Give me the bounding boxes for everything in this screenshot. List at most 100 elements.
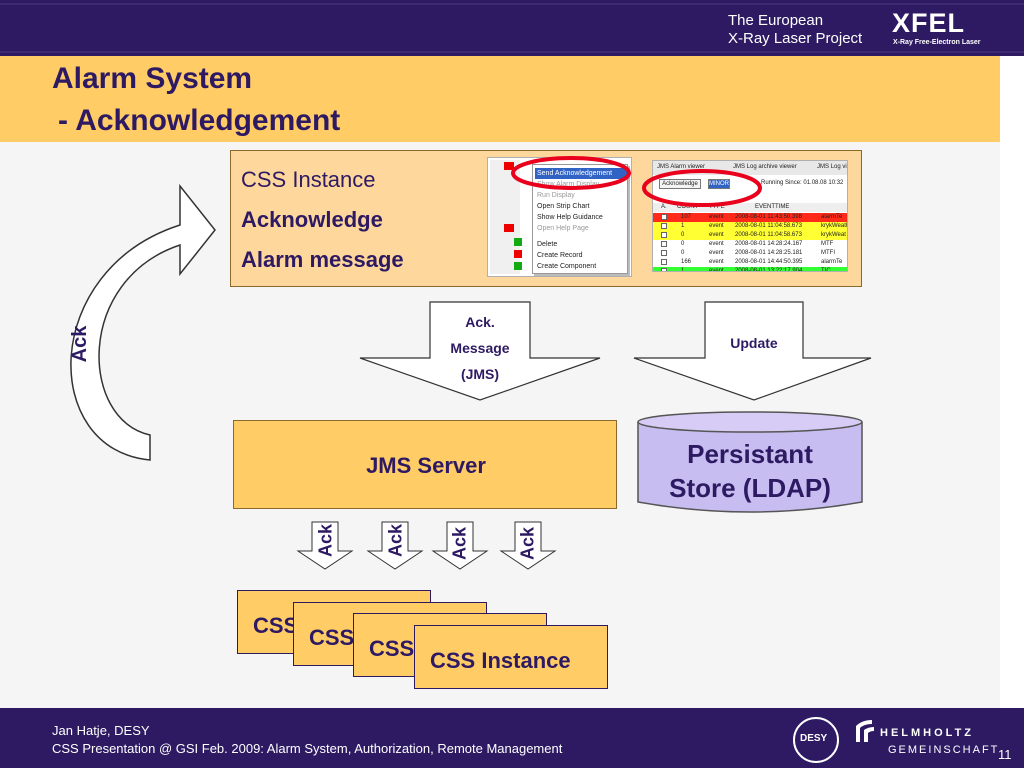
ack-arrow-2 [366, 521, 424, 570]
row-name: krykWeath [821, 223, 848, 229]
row-type: event [709, 214, 724, 220]
alarm-message-label: Alarm message [241, 247, 404, 272]
acknowledge-label: Acknowledge [241, 207, 383, 232]
table-row[interactable]: 0 event 2008-08-01 14:28:25.181 MTFI [653, 249, 847, 258]
row-name: TIC [821, 268, 831, 272]
ack-arrow-4 [499, 521, 557, 570]
footer-presentation: CSS Presentation @ GSI Feb. 2009: Alarm … [52, 741, 563, 756]
org-line1: The European [728, 12, 824, 29]
table-header: A. COUNT TYPE EVENTTIME [653, 203, 847, 212]
viewer-toolbar: Acknowledge MINOR Running Since: 01.08.0… [653, 177, 847, 191]
menu-item-show-help-guidance[interactable]: Show Help Guidance [537, 214, 603, 221]
menu-item-run-display[interactable]: Run Display [537, 192, 575, 199]
col-count: COUNT [677, 204, 699, 210]
acknowledge-button[interactable]: Acknowledge [659, 179, 701, 189]
row-eventtime: 2008-08-01 11:04:58.673 [735, 223, 802, 229]
ack-arrow-3 [431, 521, 489, 570]
menu-item-send-acknowledgement[interactable]: Send Acknowledgement [535, 168, 627, 179]
row-eventtime: 2008-08-01 13:22:17.904 [735, 268, 803, 272]
helmholtz-logo-icon [856, 720, 874, 742]
slide-title-line2: - Acknowledgement [58, 104, 341, 137]
ok-marker [514, 262, 522, 270]
row-checkbox[interactable] [661, 268, 667, 271]
page-number: 11 [998, 747, 1012, 762]
ldap-store-cylinder [637, 411, 863, 513]
store-line1: Persistant [687, 439, 813, 469]
row-eventtime: 2008-08-01 11:43:50.398 [735, 214, 802, 220]
ack-arrow-1-label: Ack [315, 523, 336, 558]
css-instance-stack-4: CSS Instance [414, 625, 608, 689]
org-name: The European X-Ray Laser Project [728, 12, 862, 48]
update-label: Update [730, 335, 778, 351]
row-checkbox[interactable] [661, 241, 667, 247]
row-name: MTF [821, 241, 834, 247]
row-name: MTFI [821, 250, 835, 256]
ack-arrow-2-label: Ack [385, 523, 406, 558]
row-type: event [709, 250, 724, 256]
menu-item-show-alarm-display[interactable]: Show Alarm Display [537, 181, 600, 188]
curved-ack-arrow [70, 183, 216, 461]
row-checkbox[interactable] [661, 259, 667, 265]
ok-marker [514, 238, 522, 246]
row-checkbox[interactable] [661, 250, 667, 256]
running-since-text: Running Since: 01.08.08 10:32 [761, 180, 844, 186]
menu-item-open-strip-chart[interactable]: Open Strip Chart [537, 203, 590, 210]
menu-item-open-help-page[interactable]: Open Help Page [537, 225, 589, 232]
header-decoration [0, 3, 1024, 53]
col-eventtime: EVENTTIME [755, 204, 790, 210]
context-menu-screenshot: Send Acknowledgement Show Alarm Display … [487, 157, 632, 277]
row-name: krykWeat [821, 232, 846, 238]
ldap-store-label: Persistant Store (LDAP) [636, 437, 864, 505]
css-instance-stack-2-label: CSS [309, 625, 355, 650]
viewer-tab-bar: JMS Alarm viewer JMS Log archive viewer … [653, 161, 847, 175]
desy-logo-text: DESY [800, 733, 828, 744]
row-checkbox[interactable] [661, 223, 667, 229]
tab-jms-log-archive-viewer[interactable]: JMS Log archive viewer [733, 164, 797, 170]
tab-jms-log-viewer[interactable]: JMS Log vi [817, 164, 847, 170]
row-name: alarmTe [821, 214, 843, 220]
ack-message-arrow [359, 301, 601, 401]
row-name: alarmTe [821, 259, 843, 265]
menu-item-delete[interactable]: Delete [537, 241, 558, 248]
tab-jms-alarm-viewer[interactable]: JMS Alarm viewer [657, 164, 706, 170]
side-ack-label: Ack [69, 325, 91, 363]
menu-item-create-component[interactable]: Create Component [537, 263, 597, 270]
jms-server-box: JMS Server [233, 420, 617, 509]
alarm-marker [504, 224, 514, 232]
xfel-logo: XFEL [892, 8, 966, 38]
css-instance-stack-3-label: CSS [369, 636, 415, 661]
row-eventtime: 2008-08-01 14:44:50.395 [735, 259, 803, 265]
ack-message-line1: Ack. [465, 314, 495, 330]
ack-arrow-1 [296, 521, 354, 570]
row-eventtime: 2008-08-01 14:28:24.167 [735, 241, 803, 247]
row-checkbox[interactable] [661, 232, 667, 238]
org-line2: X-Ray Laser Project [728, 30, 863, 47]
table-row[interactable]: 107 event 2008-08-01 11:43:50.398 alarmTe [653, 213, 847, 222]
store-line2: Store (LDAP) [669, 473, 831, 503]
ack-message-line2: Message [450, 340, 510, 356]
row-type: event [709, 268, 724, 272]
css-instance-stack-4-label: CSS Instance [430, 648, 571, 673]
row-count: 107 [681, 214, 692, 220]
col-ack: A. [661, 204, 667, 210]
row-count: 0 [681, 250, 685, 256]
jms-server-label: JMS Server [366, 453, 486, 478]
row-eventtime: 2008-08-01 11:04:58.673 [735, 232, 802, 238]
severity-select[interactable]: MINOR [708, 179, 730, 189]
row-eventtime: 2008-08-01 14:28:25.181 [735, 250, 803, 256]
alarm-viewer-screenshot: JMS Alarm viewer JMS Log archive viewer … [652, 160, 848, 272]
xfel-logo-subtitle: X-Ray Free-Electron Laser [893, 39, 981, 46]
col-type: TYPE [709, 204, 725, 210]
menu-item-create-record[interactable]: Create Record [537, 252, 583, 259]
row-checkbox[interactable] [661, 214, 667, 220]
ack-message-label: Ack. Message (JMS) [430, 309, 530, 387]
tree-panel [490, 160, 522, 274]
css-instance-stack-1-label: CSS [253, 613, 299, 638]
ack-arrow-4-label: Ack [517, 526, 538, 561]
css-instance-label: CSS Instance [241, 167, 376, 192]
